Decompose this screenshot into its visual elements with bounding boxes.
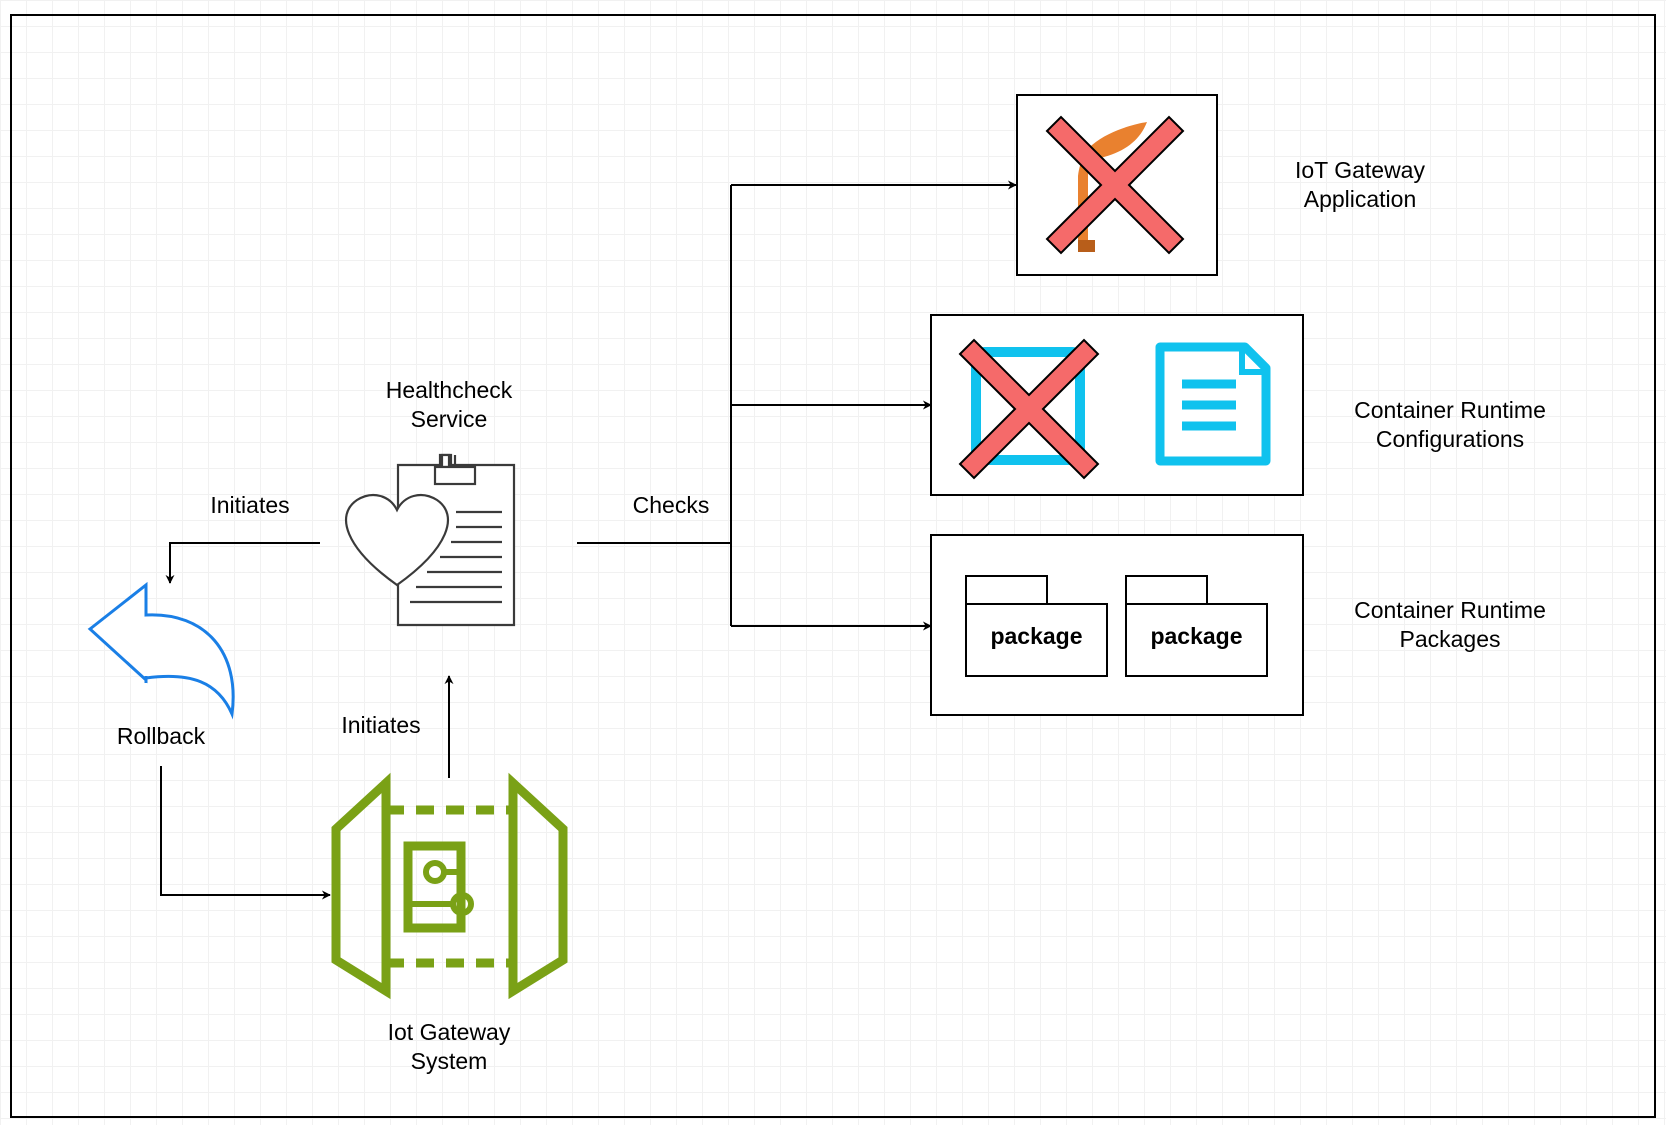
healthcheck-label: Healthcheck Service xyxy=(385,377,513,432)
undo-arrow-icon xyxy=(87,581,235,720)
gateway-app-label: IoT Gateway Application xyxy=(1295,157,1425,212)
package-shape-2 xyxy=(1125,575,1268,677)
gateway-system-label: Iot Gateway System xyxy=(387,1019,511,1074)
edge-label-initiates-rollback: Initiates xyxy=(210,492,290,518)
edge-label-initiates-healthcheck: Initiates xyxy=(341,712,421,738)
cross-container-icon xyxy=(958,338,1100,480)
edge-healthcheck-to-rollback xyxy=(165,542,320,584)
edge-rollback-to-gateway xyxy=(160,766,331,900)
runtime-packages-label: Container Runtime Packages xyxy=(1354,597,1546,652)
package-shape-1 xyxy=(965,575,1108,677)
cross-app-icon xyxy=(1045,115,1185,255)
package-label-1: package xyxy=(990,623,1083,649)
runtime-config-label: Container Runtime Configurations xyxy=(1354,397,1546,452)
heart-clipboard-icon xyxy=(344,453,516,627)
rollback-label: Rollback xyxy=(116,723,206,749)
edge-label-checks: Checks xyxy=(632,492,710,518)
document-icon xyxy=(1155,342,1271,466)
package-label-2: package xyxy=(1150,623,1243,649)
diagram-frame xyxy=(10,14,1656,1118)
iot-gateway-icon xyxy=(331,772,568,1000)
